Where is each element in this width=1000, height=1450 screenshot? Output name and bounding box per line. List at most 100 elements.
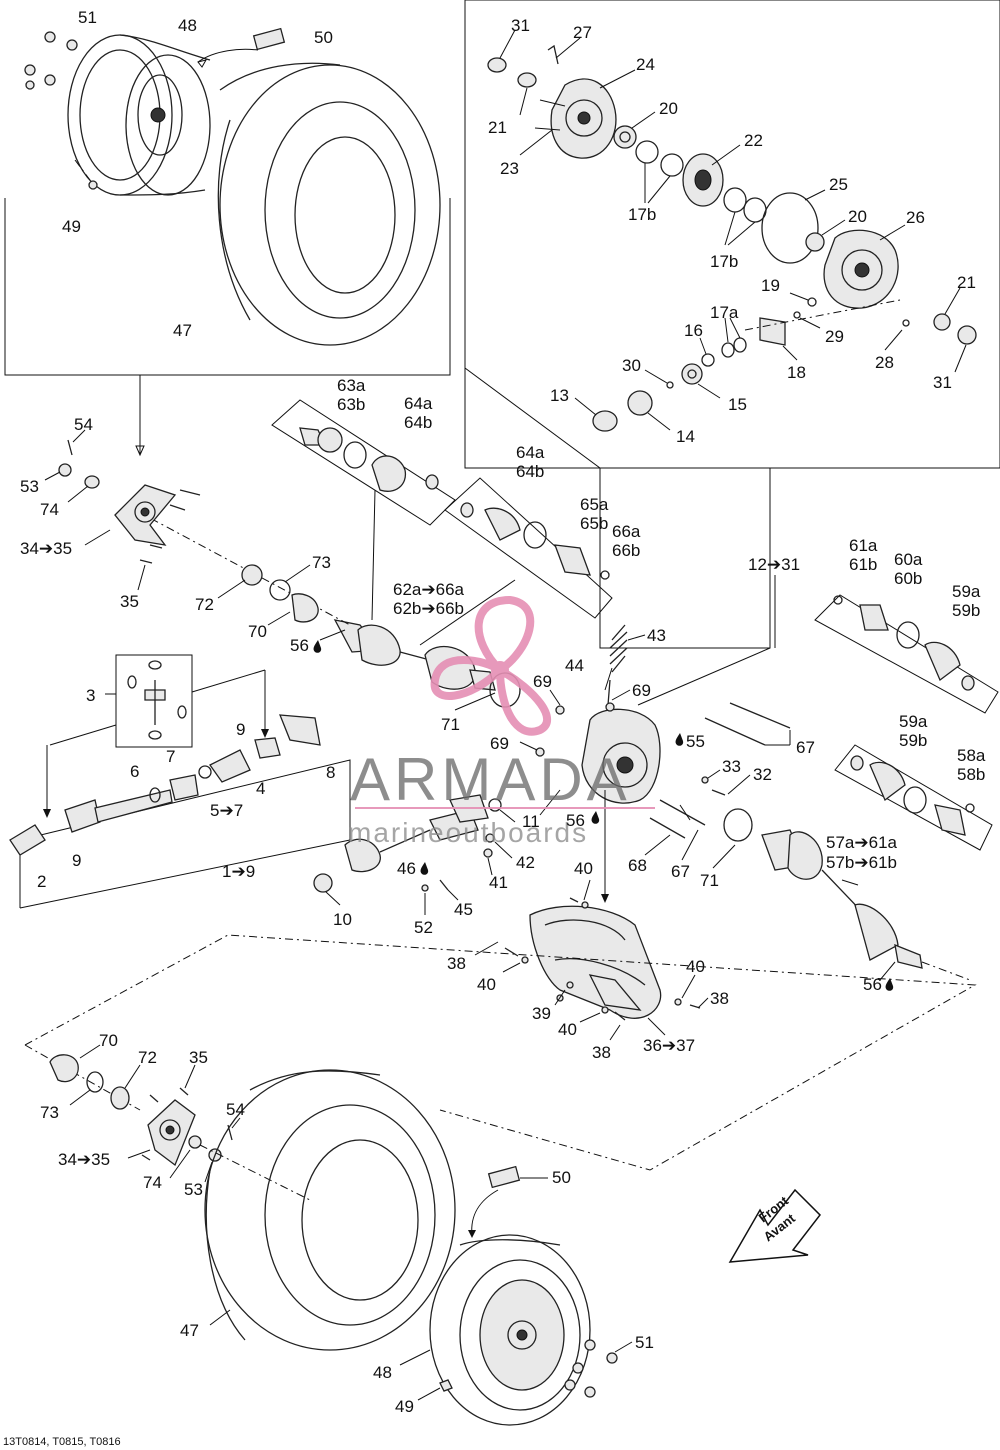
callout: 21 [957,273,976,292]
callout: 69 [632,681,651,700]
callout: 6 [130,762,139,781]
callout: 8 [326,763,335,782]
callout: 9 [72,851,81,870]
callout: 73 [312,553,331,572]
callout: 41 [489,873,508,892]
callout: 53 [184,1180,203,1199]
callout: 16 [684,321,703,340]
differential-exploded [487,29,977,432]
callout: 48 [178,16,197,35]
callout: 38 [447,954,466,973]
callout: 40 [574,859,593,878]
callout: 70 [248,622,267,641]
callout: 64a [516,443,545,462]
callout: 58a [957,746,986,765]
callout: 15 [728,395,747,414]
callout: 17b [628,205,656,224]
callout: 72 [195,595,214,614]
callout: 50 [314,28,333,47]
callout: 72 [138,1048,157,1067]
callout: 59b [952,601,980,620]
callout: 62b➔66b [393,599,464,618]
rear-cv-axle [761,595,975,981]
callout: 74 [40,500,59,519]
callout: 61b [849,555,877,574]
callout: 59a [952,582,981,601]
callout: 60b [894,569,922,588]
callout: 59b [899,731,927,750]
propeller-logo-icon [430,595,552,736]
callout: 25 [829,175,848,194]
callout: 52 [414,918,433,937]
callout: 29 [825,327,844,346]
callout: 19 [761,276,780,295]
callout: 70 [99,1031,118,1050]
callout: 51 [78,8,97,27]
callout: 11 [522,812,540,831]
callout: 47 [173,321,192,340]
callout: 66a [612,522,641,541]
callout: 47 [180,1321,199,1340]
callout: 7 [166,747,175,766]
callout: 9 [236,720,245,739]
callout: 65a [580,495,609,514]
callout: 28 [875,353,894,372]
callout: 4 [256,779,265,798]
callout: 35 [120,592,139,611]
callout: 20 [848,207,867,226]
callout: 74 [143,1173,162,1192]
callout: 14 [676,427,695,446]
callout: 71 [700,871,719,890]
callout: 26 [906,208,925,227]
lug-nuts [24,31,78,90]
callout: 68 [628,856,647,875]
callout: 54 [74,415,93,434]
callout: 64b [516,462,544,481]
callout: 22 [744,131,763,150]
callout: 45 [454,900,473,919]
callout: 21 [488,118,507,137]
callout: 18 [787,363,806,382]
front-wheel-group [24,27,441,346]
callout: 49 [62,217,81,236]
propshaft-group [9,654,321,856]
callout: 1➔9 [222,862,255,881]
callout: 64b [404,413,432,432]
callout: 42 [516,853,535,872]
callout: 57a➔61a [826,833,898,852]
callout: 13 [550,386,569,405]
callout: 17b [710,252,738,271]
callout: 40 [477,975,496,994]
callout: 35 [189,1048,208,1067]
callout: 49 [395,1397,414,1416]
callout: 61a [849,536,878,555]
callout: 62a➔66a [393,580,465,599]
watermark-brand: ARMADA [350,746,631,813]
callout: 58b [957,765,985,784]
callout: 48 [373,1363,392,1382]
callout: 66b [612,541,640,560]
pinion-yoke-group [313,789,561,915]
callout: 60a [894,550,923,569]
armada-watermark: ARMADA marineoutboards [348,595,655,848]
callout: 53 [20,477,39,496]
front-arrow-icon: Front Avant [728,1188,821,1263]
callout: 38 [710,989,729,1008]
callout: 39 [532,1004,551,1023]
callout: 63a [337,376,366,395]
callout: 32 [753,765,772,784]
callout: 31 [933,373,952,392]
callout: 5➔7 [210,801,243,820]
callout: 44 [565,656,584,675]
callout: 10 [333,910,352,929]
callout: 40 [686,957,705,976]
callout: 31 [511,16,530,35]
rear-differential [519,575,791,903]
callout: 56 [290,636,309,655]
callout: 17a [710,303,739,322]
callout: 34➔35 [20,539,72,558]
callout: 71 [441,715,460,734]
callout: 23 [500,159,519,178]
callout-labels: 51 48 50 49 47 31 27 24 21 20 23 22 17b … [20,8,986,1416]
